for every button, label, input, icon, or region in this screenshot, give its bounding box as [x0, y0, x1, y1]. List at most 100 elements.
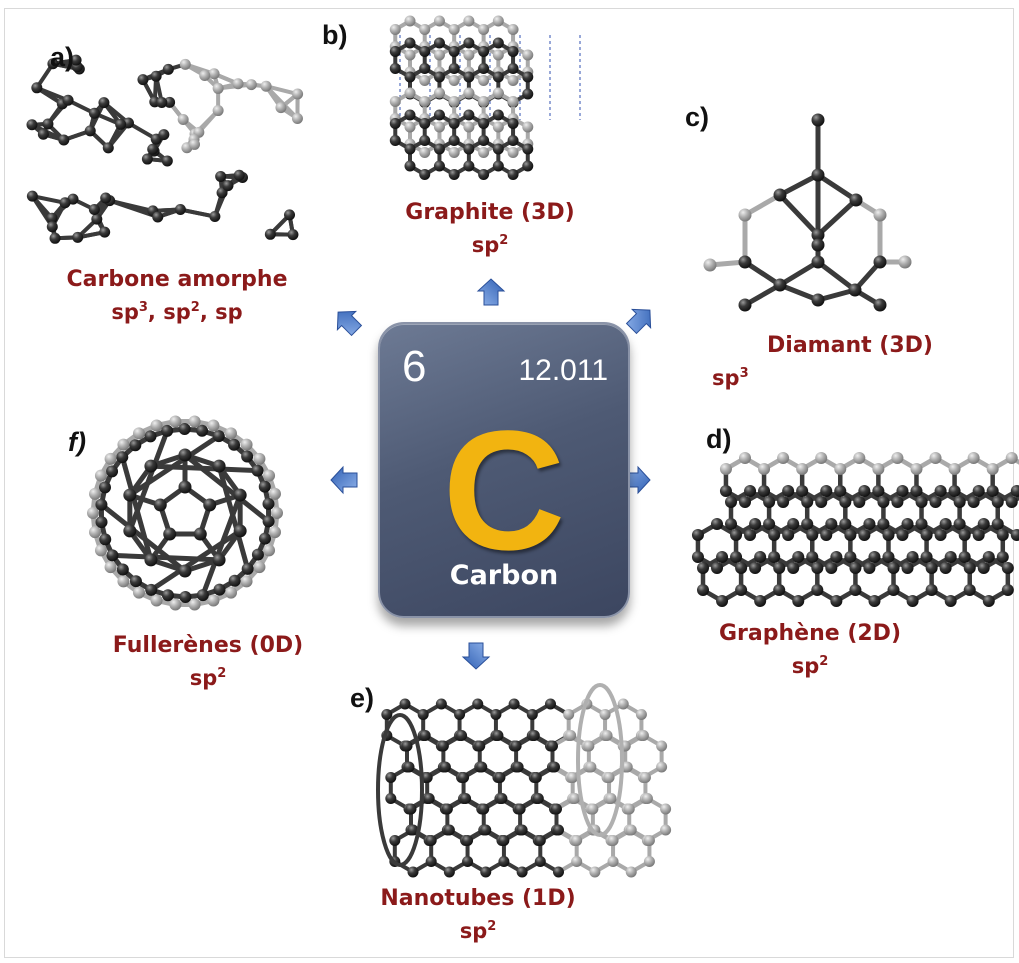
atom: [389, 835, 401, 846]
atom: [494, 772, 506, 783]
atom: [215, 170, 227, 182]
atom: [448, 24, 460, 35]
atom: [212, 553, 226, 567]
atom: [419, 75, 431, 86]
atom: [768, 529, 781, 541]
atom: [91, 213, 103, 225]
atom: [399, 698, 411, 710]
atom: [117, 438, 130, 451]
bond: [742, 282, 783, 308]
atom: [834, 463, 847, 475]
atom: [532, 793, 544, 804]
atom: [963, 562, 976, 574]
atom: [656, 761, 668, 773]
atom: [796, 463, 809, 475]
atom: [228, 438, 241, 451]
atom: [141, 153, 153, 165]
atom: [188, 415, 201, 428]
atom: [115, 118, 127, 130]
atom: [891, 452, 904, 464]
atom: [153, 498, 167, 512]
atom: [478, 147, 490, 158]
atom: [625, 824, 637, 836]
atom: [476, 761, 488, 773]
atom: [463, 109, 475, 121]
atom: [492, 143, 504, 155]
atom: [232, 78, 244, 90]
atom: [448, 96, 460, 107]
atom: [507, 147, 519, 158]
atom: [877, 496, 890, 508]
atom: [448, 147, 460, 158]
atom: [939, 562, 952, 574]
atom: [806, 529, 819, 541]
atom: [792, 551, 805, 563]
atom: [259, 532, 272, 545]
atom: [117, 575, 130, 588]
atom: [212, 105, 224, 117]
atom: [844, 529, 857, 541]
hyb-sp2: sp2: [163, 300, 200, 324]
atom: [89, 487, 102, 500]
atom: [844, 551, 857, 563]
atom: [691, 529, 704, 541]
atom: [196, 424, 209, 437]
atom: [284, 209, 296, 221]
atom: [868, 551, 881, 563]
atom: [433, 87, 445, 99]
graphene-structure: [691, 452, 1019, 607]
atom: [423, 793, 435, 804]
atom: [873, 255, 887, 269]
atom: [868, 595, 881, 607]
atom: [507, 96, 519, 107]
atom: [401, 740, 413, 752]
atom: [991, 496, 1004, 508]
atom: [534, 856, 546, 867]
atom: [262, 497, 275, 510]
panel-letter-e: e): [350, 683, 375, 713]
atom: [31, 82, 43, 94]
atom: [565, 730, 577, 741]
atom: [882, 551, 895, 563]
atom: [419, 135, 431, 146]
atom: [292, 88, 304, 100]
atom: [104, 561, 117, 574]
atom: [910, 485, 923, 497]
atom: [472, 698, 484, 710]
hyb-sp: sp: [215, 300, 243, 324]
atom: [262, 515, 275, 528]
atom: [225, 427, 237, 440]
atom: [251, 548, 264, 561]
atom: [454, 709, 466, 720]
atom: [782, 485, 795, 497]
atom: [123, 488, 137, 502]
atom: [448, 118, 460, 129]
atom: [478, 135, 490, 146]
atom: [730, 529, 743, 541]
atom: [738, 298, 752, 312]
atom: [385, 793, 397, 804]
atom: [887, 562, 900, 574]
caption-hybridization: sp2: [471, 233, 509, 257]
atom: [977, 562, 990, 574]
atom: [863, 562, 876, 574]
atom: [749, 518, 762, 530]
atom: [534, 835, 546, 846]
atom: [404, 49, 416, 61]
atom: [787, 518, 800, 530]
bond: [815, 172, 859, 203]
fullerene-structure: [87, 415, 283, 611]
atom: [463, 71, 475, 83]
atom: [419, 147, 431, 158]
atom: [1005, 452, 1018, 464]
atom: [882, 529, 895, 541]
atom: [915, 496, 928, 508]
atom: [697, 584, 709, 596]
atom: [716, 595, 729, 607]
atom: [801, 496, 814, 508]
atom: [815, 496, 828, 508]
atom: [207, 419, 220, 432]
atom: [563, 709, 575, 720]
atom: [948, 485, 961, 497]
atom: [660, 803, 672, 815]
